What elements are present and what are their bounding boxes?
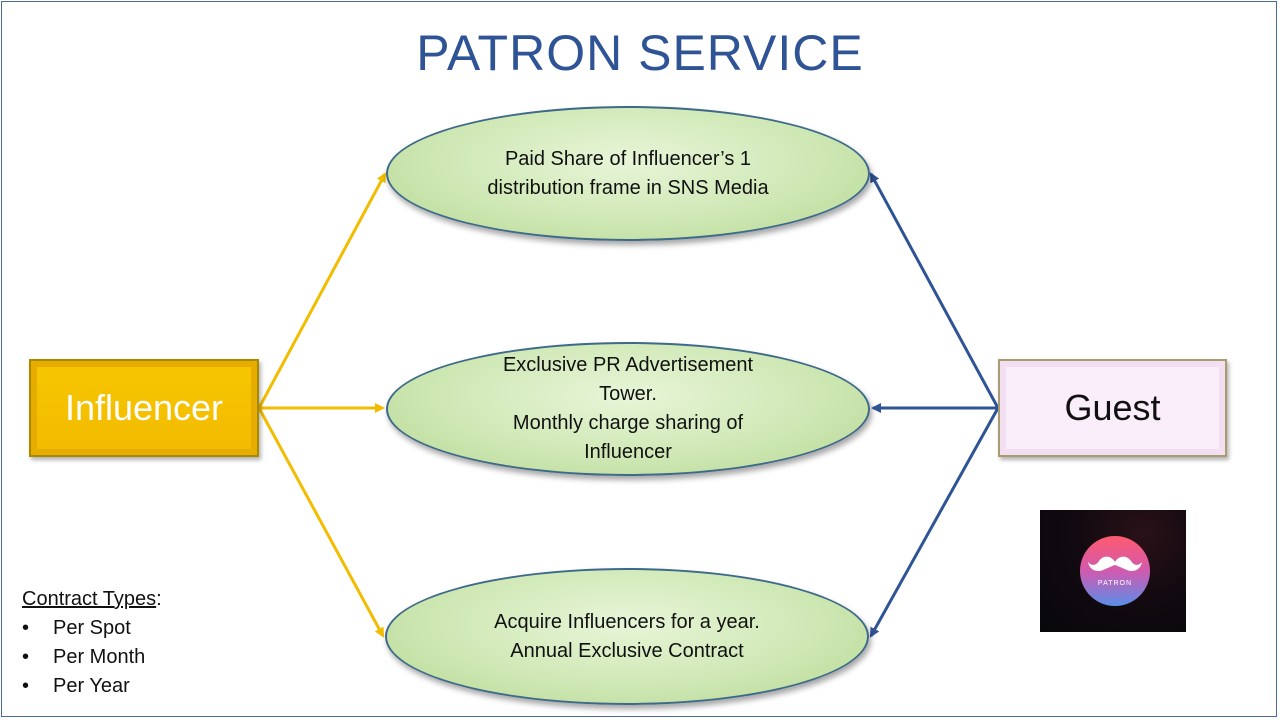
mustache-icon xyxy=(1088,556,1142,572)
logo-text: PATRON xyxy=(1097,580,1133,587)
list-item: Per Spot xyxy=(22,614,162,643)
influencer-arrow-bottom xyxy=(257,407,385,638)
page-title: PATRON SERVICE xyxy=(416,25,864,81)
contract-heading-line: Contract Types: xyxy=(22,585,162,614)
influencer-label: Influencer xyxy=(64,387,224,428)
service-annual-contract: Acquire Influencers for a year. Annual E… xyxy=(385,568,869,705)
contract-heading-colon: : xyxy=(156,588,162,610)
influencer-arrows xyxy=(257,172,387,638)
service-paid-share: Paid Share of Influencer’s 1 distributio… xyxy=(386,106,870,241)
service-label: Exclusive PR Advertisement Tower. Monthl… xyxy=(502,354,754,463)
contract-heading: Contract Types xyxy=(22,588,157,610)
service-label: Paid Share of Influencer’s 1 distributio… xyxy=(487,147,769,199)
guest-arrow-top xyxy=(869,172,1000,409)
patron-logo: PATRON xyxy=(1040,510,1186,632)
influencer-box: Influencer xyxy=(29,359,259,457)
contract-list: Per Spot Per Month Per Year xyxy=(22,614,162,701)
guest-box: Guest xyxy=(998,359,1227,457)
guest-arrows xyxy=(869,172,1000,638)
logo-badge xyxy=(1080,536,1150,606)
influencer-arrow-top xyxy=(257,172,387,409)
guest-label: Guest xyxy=(1064,387,1161,428)
list-item: Per Year xyxy=(22,672,162,701)
contract-types: Contract Types: Per Spot Per Month Per Y… xyxy=(22,585,162,701)
service-label: Acquire Influencers for a year. Annual E… xyxy=(494,610,760,662)
guest-arrow-bottom xyxy=(869,407,1000,638)
service-pr-tower: Exclusive PR Advertisement Tower. Monthl… xyxy=(386,342,870,476)
list-item: Per Month xyxy=(22,643,162,672)
